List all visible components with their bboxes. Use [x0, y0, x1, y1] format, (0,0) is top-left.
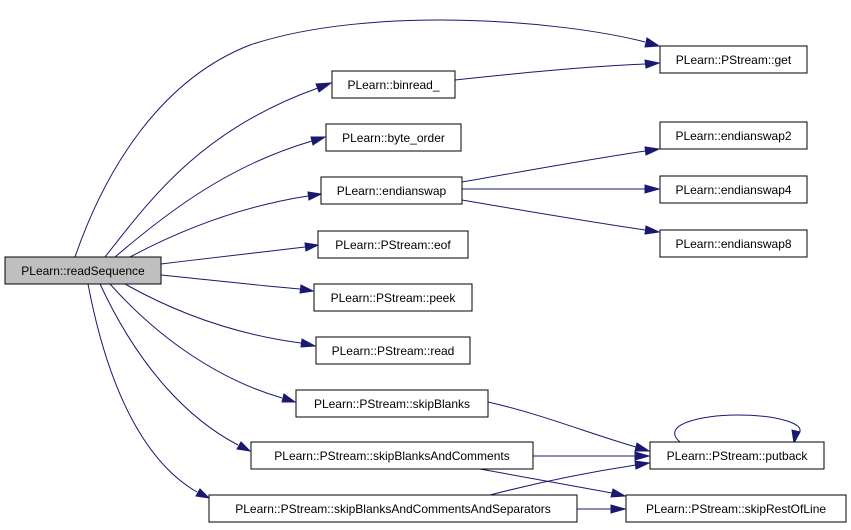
edge-putback-putback-loop — [674, 414, 801, 445]
edge-skipBlanksAndCommentsAndSeparators-skipRestOfLine — [576, 504, 627, 514]
node-endianswap2[interactable]: PLearn::endianswap2 — [659, 121, 808, 150]
node-putback[interactable]: PLearn::PStream::putback — [649, 441, 825, 470]
node-endianswap8-label: PLearn::endianswap8 — [675, 237, 791, 251]
node-peek-label: PLearn::PStream::peek — [331, 291, 457, 305]
node-binread-label: PLearn::binread_ — [347, 78, 439, 92]
node-peek[interactable]: PLearn::PStream::peek — [313, 283, 473, 312]
edge-readSequence-binread — [104, 82, 333, 258]
node-read[interactable]: PLearn::PStream::read — [315, 336, 471, 365]
edge-readSequence-get — [74, 19, 661, 258]
edge-endianswap-endianswap8 — [461, 199, 661, 235]
node-skipBlanksAndComments[interactable]: PLearn::PStream::skipBlanksAndComments — [250, 441, 534, 470]
node-get[interactable]: PLearn::PStream::get — [659, 45, 808, 74]
edge-endianswap-endianswap4 — [461, 184, 661, 194]
node-skipBlanksAndComments-label: PLearn::PStream::skipBlanksAndComments — [274, 449, 509, 463]
node-putback-label: PLearn::PStream::putback — [667, 449, 809, 463]
node-byte-order-label: PLearn::byte_order — [342, 131, 445, 145]
edge-readSequence-skipBlanks — [109, 283, 297, 403]
edge-skipBlanksAndComments-putback — [533, 451, 651, 461]
edge-readSequence-skipBlanksAndCommentsAndSeparators — [87, 283, 211, 499]
node-skipBlanksAndCommentsAndSeparators-label: PLearn::PStream::skipBlanksAndCommentsAn… — [235, 502, 551, 516]
node-skipBlanksAndCommentsAndSeparators[interactable]: PLearn::PStream::skipBlanksAndCommentsAn… — [208, 494, 578, 523]
node-readSequence[interactable]: PLearn::readSequence — [4, 256, 162, 285]
edge-readSequence-eof — [160, 242, 320, 265]
edge-skipBlanksAndComments-skipRestOfLine — [479, 468, 627, 498]
node-byte-order[interactable]: PLearn::byte_order — [325, 123, 462, 152]
node-endianswap4-label: PLearn::endianswap4 — [675, 183, 791, 197]
node-skipRestOfLine[interactable]: PLearn::PStream::skipRestOfLine — [625, 494, 847, 523]
node-skipBlanks-label: PLearn::PStream::skipBlanks — [314, 397, 470, 411]
edge-readSequence-byte-order — [114, 136, 327, 258]
node-endianswap8[interactable]: PLearn::endianswap8 — [659, 229, 808, 258]
node-get-label: PLearn::PStream::get — [676, 53, 792, 67]
node-endianswap-label: PLearn::endianswap — [337, 184, 447, 198]
node-endianswap2-label: PLearn::endianswap2 — [675, 129, 791, 143]
edge-skipBlanksAndCommentsAndSeparators-putback — [489, 460, 651, 496]
node-skipBlanks[interactable]: PLearn::PStream::skipBlanks — [295, 389, 489, 418]
edge-endianswap-endianswap2 — [461, 146, 661, 183]
edge-readSequence-peek — [160, 274, 315, 294]
edge-readSequence-skipBlanksAndComments — [99, 283, 252, 452]
edge-readSequence-read — [124, 283, 317, 348]
node-eof-label: PLearn::PStream::eof — [335, 238, 451, 252]
edge-readSequence-endianswap — [129, 191, 323, 258]
node-eof[interactable]: PLearn::PStream::eof — [317, 230, 469, 259]
edge-skipBlanks-putback — [487, 401, 651, 452]
node-skipRestOfLine-label: PLearn::PStream::skipRestOfLine — [646, 502, 826, 516]
edge-binread-get — [454, 59, 661, 81]
node-endianswap4[interactable]: PLearn::endianswap4 — [659, 175, 808, 204]
node-readSequence-label: PLearn::readSequence — [21, 264, 145, 278]
node-endianswap[interactable]: PLearn::endianswap — [320, 176, 463, 205]
node-read-label: PLearn::PStream::read — [332, 344, 455, 358]
node-binread[interactable]: PLearn::binread_ — [331, 70, 456, 99]
